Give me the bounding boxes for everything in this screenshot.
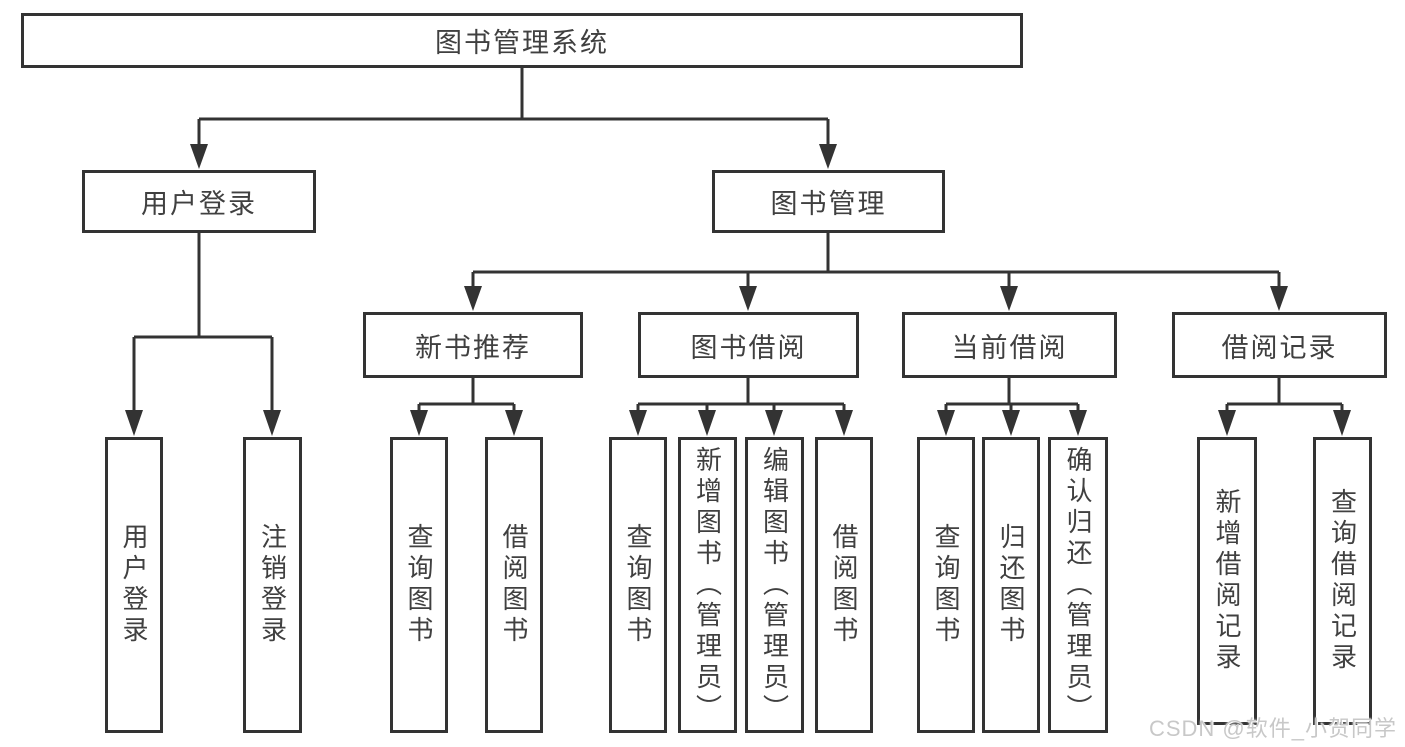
leaf-borrow-books-recommend-label: 借阅图书 (499, 523, 529, 647)
leaf-query-books-recommend-label: 查询图书 (404, 523, 434, 647)
node-user-login: 用户登录 (82, 170, 316, 233)
leaf-borrow-books-label: 借阅图书 (829, 523, 859, 647)
node-user-login-label: 用户登录 (141, 189, 257, 219)
leaf-query-borrow-record: 查询借阅记录 (1313, 437, 1372, 725)
leaf-logout: 注销登录 (243, 437, 302, 733)
node-book-borrowing: 图书借阅 (638, 312, 859, 378)
node-new-book-recommendation-label: 新书推荐 (415, 332, 531, 363)
leaf-confirm-return-admin: 确认归还（管理员） (1048, 437, 1108, 733)
leaf-borrow-books-recommend: 借阅图书 (485, 437, 543, 733)
leaf-query-books-borrowing: 查询图书 (609, 437, 667, 733)
leaf-query-books-borrowing-label: 查询图书 (623, 523, 653, 647)
leaf-add-books-admin: 新增图书（管理员） (678, 437, 737, 733)
node-current-borrowing-label: 当前借阅 (951, 332, 1068, 363)
node-root-label: 图书管理系统 (435, 28, 609, 58)
node-book-management: 图书管理 (712, 170, 945, 233)
csdn-watermark: CSDN @软件_小贺同学 (1148, 716, 1397, 741)
leaf-user-login-label: 用户登录 (119, 523, 149, 647)
leaf-user-login: 用户登录 (105, 437, 163, 733)
leaf-edit-books-admin: 编辑图书（管理员） (745, 437, 804, 733)
leaf-add-borrow-record-label: 新增借阅记录 (1212, 488, 1242, 674)
leaf-add-borrow-record: 新增借阅记录 (1197, 437, 1257, 725)
node-current-borrowing: 当前借阅 (902, 312, 1117, 378)
leaf-query-books-current: 查询图书 (917, 437, 975, 733)
leaf-logout-label: 注销登录 (257, 523, 288, 647)
leaf-confirm-return-admin-label: 确认归还（管理员） (1063, 445, 1093, 725)
node-book-management-label: 图书管理 (770, 189, 887, 219)
node-borrowing-records-label: 借阅记录 (1221, 332, 1338, 363)
node-book-borrowing-label: 图书借阅 (690, 332, 807, 363)
node-borrowing-records: 借阅记录 (1172, 312, 1387, 378)
leaf-borrow-books: 借阅图书 (815, 437, 873, 733)
leaf-edit-books-admin-label: 编辑图书（管理员） (759, 445, 790, 725)
leaf-query-books-recommend: 查询图书 (390, 437, 448, 733)
node-root: 图书管理系统 (21, 13, 1023, 68)
leaf-query-borrow-record-label: 查询借阅记录 (1327, 488, 1358, 674)
leaf-add-books-admin-label: 新增图书（管理员） (692, 445, 723, 725)
leaf-query-books-current-label: 查询图书 (931, 523, 961, 647)
leaf-return-books: 归还图书 (982, 437, 1040, 733)
arrowheads (125, 144, 1351, 436)
node-new-book-recommendation: 新书推荐 (363, 312, 583, 378)
leaf-return-books-label: 归还图书 (996, 523, 1026, 647)
